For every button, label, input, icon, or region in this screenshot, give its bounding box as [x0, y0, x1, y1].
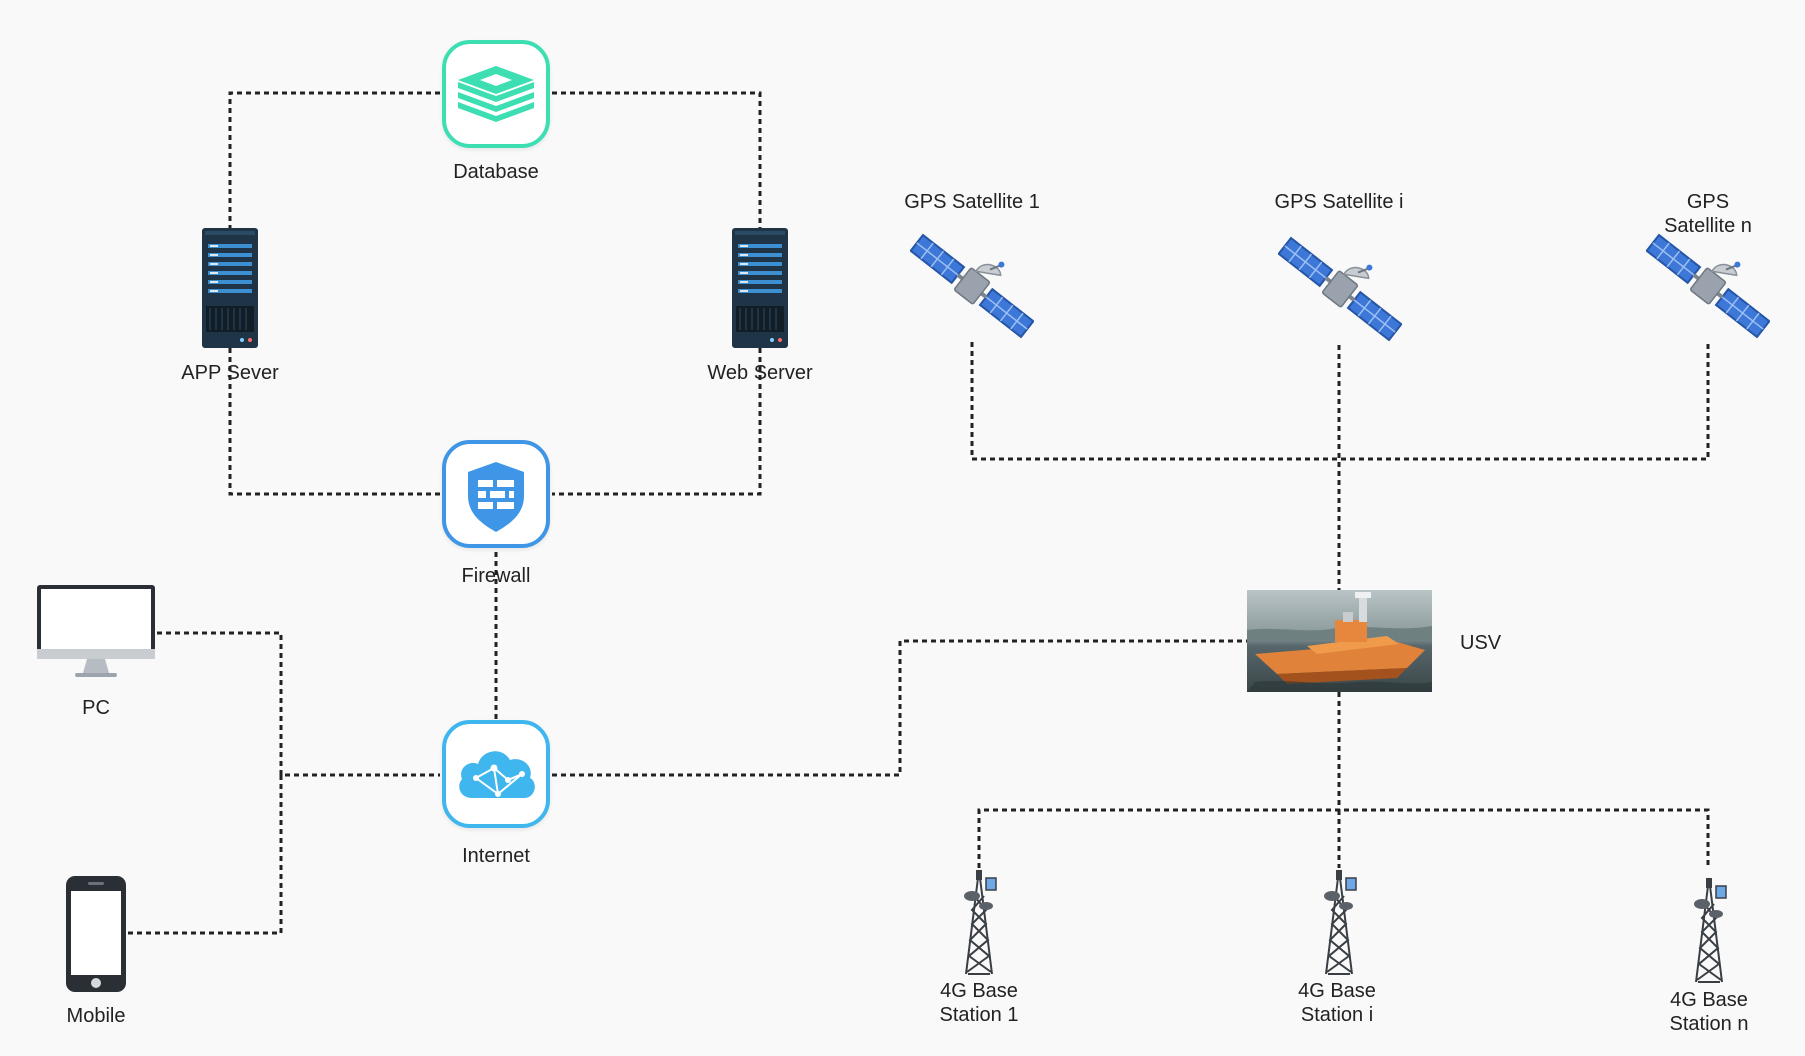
base-station-1-node[interactable] — [958, 866, 1000, 983]
pc-node[interactable] — [37, 585, 155, 690]
link-pc-internet — [157, 631, 440, 777]
base-station-i-node[interactable] — [1318, 866, 1360, 983]
app-server-node[interactable] — [202, 228, 258, 353]
satellite-icon — [1277, 236, 1403, 342]
firewall-label: Firewall — [461, 565, 531, 587]
cell-tower-icon — [1694, 877, 1727, 983]
smartphone-icon — [66, 876, 126, 992]
firewall-node[interactable] — [442, 440, 550, 548]
base-station-n-node[interactable] — [1688, 874, 1730, 991]
cell-tower-icon — [964, 869, 997, 975]
link-satellites-bus — [970, 342, 1710, 461]
server-rack-icon — [202, 228, 258, 348]
usv-label: USV — [1460, 632, 1502, 654]
internet-node[interactable] — [442, 720, 550, 828]
link-database-web-server — [552, 91, 762, 228]
link-internet-usv — [552, 639, 1247, 777]
usv-boat-photo — [1247, 590, 1432, 692]
link-app-server-firewall — [228, 348, 440, 496]
mobile-label: Mobile — [66, 1005, 126, 1027]
base-station-n-label: 4G Base Station n — [1669, 989, 1749, 1035]
link-database-app-server — [228, 91, 440, 228]
cell-tower-icon — [1324, 869, 1357, 975]
web-server-node[interactable] — [732, 228, 788, 353]
database-stack-icon — [458, 66, 534, 122]
cloud-network-icon — [459, 751, 535, 798]
database-node[interactable] — [442, 40, 550, 148]
link-stations-bus — [977, 808, 1710, 868]
web-server-label: Web Server — [707, 362, 813, 384]
satellite-n-node[interactable] — [1645, 228, 1771, 349]
firewall-shield-icon — [468, 462, 524, 532]
app-server-label: APP Sever — [181, 362, 279, 384]
satellite-i-node[interactable] — [1277, 231, 1403, 352]
base-station-i-label: 4G Base Station i — [1298, 980, 1376, 1026]
monitor-icon — [37, 585, 155, 677]
base-station-1-label: 4G Base Station 1 — [939, 980, 1019, 1026]
server-rack-icon — [732, 228, 788, 348]
satellite-n-label: GPS Satellite n — [1664, 191, 1752, 237]
internet-label: Internet — [462, 845, 530, 867]
pc-label: PC — [82, 697, 110, 719]
usv-node[interactable] — [1247, 590, 1432, 697]
satellite-icon — [1645, 233, 1771, 339]
link-mobile-internet — [128, 775, 283, 935]
satellite-1-node[interactable] — [909, 228, 1035, 349]
satellite-icon — [909, 233, 1035, 339]
satellite-i-label: GPS Satellite i — [1274, 191, 1404, 213]
link-web-server-firewall — [552, 348, 762, 496]
database-label: Database — [453, 161, 539, 183]
mobile-node[interactable] — [66, 876, 126, 997]
satellite-1-label: GPS Satellite 1 — [904, 191, 1040, 213]
